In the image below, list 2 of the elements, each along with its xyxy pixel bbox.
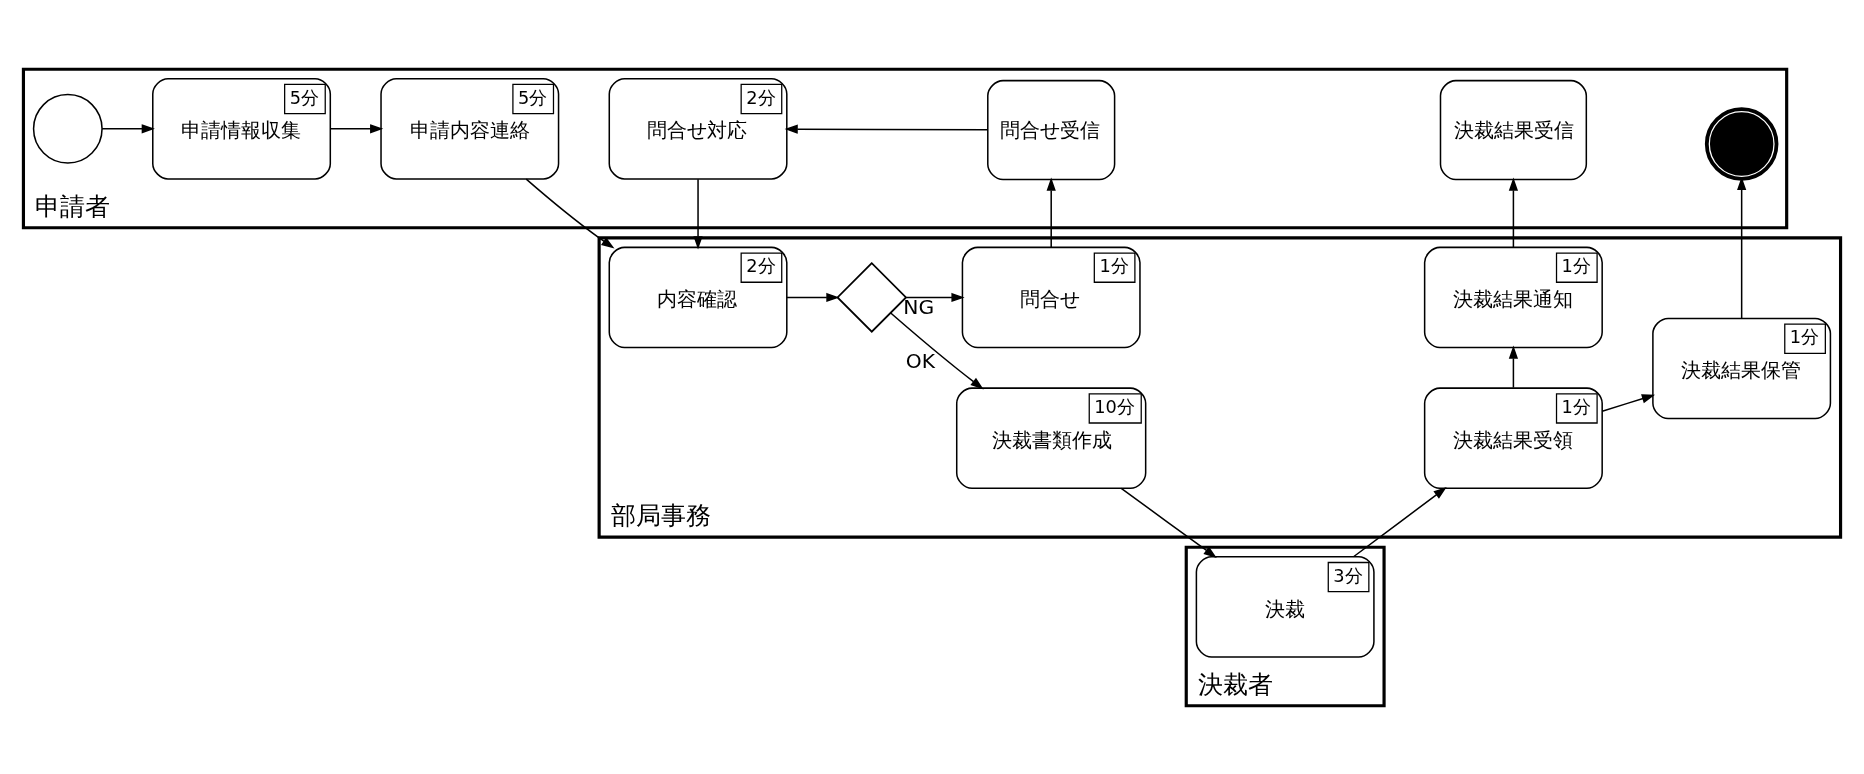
edge-label: NG bbox=[903, 294, 935, 319]
edge-label: OK bbox=[905, 348, 936, 372]
